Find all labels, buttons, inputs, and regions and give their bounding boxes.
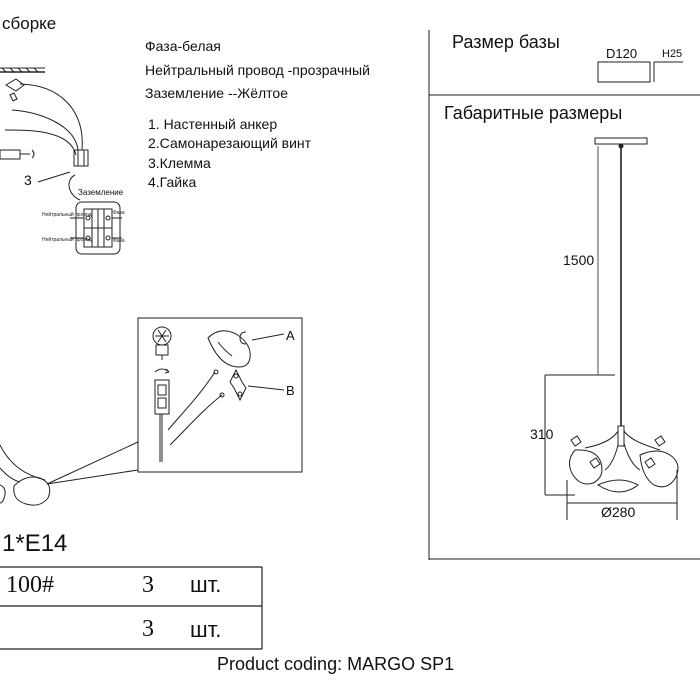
table-row-1-unit: шт. xyxy=(190,572,222,597)
overall-size-title: Габаритные размеры xyxy=(444,103,623,123)
table-row-2-unit: шт. xyxy=(190,617,222,642)
ground-label: Заземление xyxy=(78,188,124,197)
terminal-label-2: Фаза xyxy=(113,210,125,216)
installation-sketch xyxy=(0,67,122,255)
callout-3: 3 xyxy=(24,172,32,188)
base-diameter: D120 xyxy=(606,46,638,61)
install-title: сборке xyxy=(2,14,57,33)
detail-label-a: A xyxy=(286,328,295,343)
terminal-label-4: Фаза xyxy=(113,238,125,244)
part-1: 1. Настенный анкер xyxy=(148,116,278,132)
table-row-1-code: 100# xyxy=(6,572,54,598)
pendant-overall-drawing xyxy=(544,137,679,520)
part-2: 2.Самонарезающий винт xyxy=(148,135,312,151)
part-3: 3.Клемма xyxy=(148,155,211,171)
wire-neutral: Нейтральный провод -прозрачный xyxy=(145,62,370,78)
fixture-fragment xyxy=(0,441,139,506)
product-coding: Product coding: MARGO SP1 xyxy=(217,654,455,674)
terminal-label-3: Нейтральный провод xyxy=(42,236,92,243)
table-row-1-qty: 3 xyxy=(142,572,154,598)
bulb-spec: 1*E14 xyxy=(2,530,68,557)
right-frame xyxy=(428,30,700,560)
base-height: H25 xyxy=(662,48,683,60)
dim-cable-length: 1500 xyxy=(563,252,595,268)
base-size-title: Размер базы xyxy=(452,32,560,52)
wire-phase: Фаза-белая xyxy=(145,38,221,54)
terminal-label-1: Нейтральный провод xyxy=(42,211,92,218)
dim-height: 310 xyxy=(530,426,554,442)
base-size-drawing xyxy=(597,61,683,83)
table-row-2-qty: 3 xyxy=(142,616,154,642)
detail-box xyxy=(137,317,303,473)
wire-ground: Заземление --Жёлтое xyxy=(145,85,288,101)
parts-table xyxy=(0,566,263,650)
dim-diameter: Ø280 xyxy=(601,504,636,520)
part-4: 4.Гайка xyxy=(148,174,197,190)
detail-label-b: B xyxy=(286,383,295,398)
